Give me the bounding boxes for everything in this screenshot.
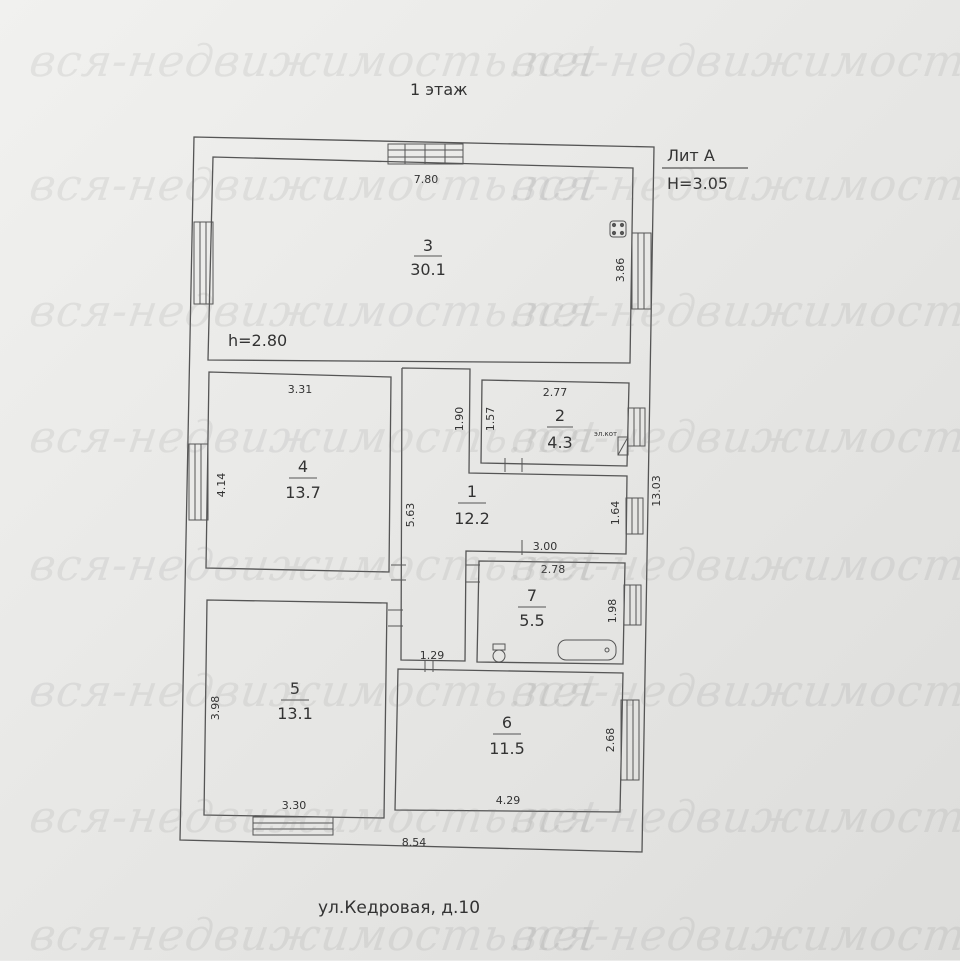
dim-room2-height: 1.57 [484, 407, 497, 432]
room-3-area: 30.1 [410, 260, 446, 279]
stove-icon [609, 220, 627, 238]
lit-label: Лит А [667, 146, 715, 165]
window-top [387, 143, 464, 165]
room-4-area: 13.7 [285, 483, 321, 502]
window-room5 [252, 816, 334, 836]
dim-room6-height: 2.68 [604, 728, 617, 753]
window-room1 [625, 497, 644, 535]
dim-room4-height: 4.14 [215, 473, 228, 498]
room-2-area: 4.3 [547, 433, 572, 452]
room-2-number: 2 [555, 406, 565, 425]
room-6-outline [394, 668, 624, 813]
room-4-number: 4 [298, 457, 308, 476]
window-room3-right [631, 232, 652, 310]
room-7-number: 7 [527, 586, 537, 605]
window-room3-left [193, 221, 214, 305]
room-6-number: 6 [502, 713, 512, 732]
address-label: ул.Кедровая, д.10 [318, 898, 481, 918]
dim-room6-width: 4.29 [496, 794, 521, 807]
room-3-outline [207, 156, 634, 364]
room-5-area: 13.1 [277, 704, 313, 723]
dim-room5-height: 3.98 [209, 696, 222, 721]
room-4-outline [205, 371, 392, 573]
watermark: вся-недвижимость.net [508, 286, 960, 337]
dim-room7-height: 1.98 [606, 599, 619, 624]
room-2-outline [480, 379, 630, 467]
dim-top-width: 7.80 [414, 173, 439, 186]
door-marks [388, 458, 523, 672]
dim-corridor-height: 5.63 [404, 503, 417, 528]
watermark: вся-недвижимость.net [508, 160, 960, 211]
watermark: вся-недвижимость.net [508, 666, 960, 717]
room-1-number: 1 [467, 482, 477, 501]
bathtub-icon [557, 639, 617, 661]
dim-room5-width: 3.30 [282, 799, 307, 812]
dim-room1-width: 3.00 [533, 540, 558, 553]
watermark: вся-недвижимость.net [508, 36, 960, 87]
room-3-number: 3 [423, 236, 433, 255]
boiler-label: эл.кот [594, 430, 617, 438]
dim-room7-width: 2.78 [541, 563, 566, 576]
watermark: вся-недвижимость.net [508, 540, 960, 591]
room-5-outline [203, 599, 388, 819]
toilet-icon [492, 643, 506, 663]
dim-room2-width: 2.77 [543, 386, 568, 399]
window-room7 [623, 584, 642, 626]
dim-corridor-width: 1.29 [420, 649, 445, 662]
outer-wall [179, 136, 655, 853]
window-room4 [188, 443, 209, 521]
window-room2 [627, 407, 646, 447]
dim-room4-width: 3.31 [288, 383, 313, 396]
dim-corridor-upper: 1.90 [453, 407, 466, 432]
watermark: вся-недвижимость.net [508, 412, 960, 463]
room-1-outline [400, 367, 628, 662]
room-1-area: 12.2 [454, 509, 490, 528]
dim-total-depth: 13.03 [650, 475, 663, 507]
room-7-area: 5.5 [519, 611, 544, 630]
window-room6 [620, 699, 640, 781]
dim-bottom-width: 8.54 [402, 836, 427, 849]
room-5-number: 5 [290, 679, 300, 698]
watermark: вся-недвижимость.net [508, 910, 960, 961]
dim-room3-height: 3.86 [614, 258, 627, 283]
watermark: вся-недвижимость.net [508, 792, 960, 843]
room-6-area: 11.5 [489, 739, 525, 758]
ceiling-height: h=2.80 [228, 331, 287, 350]
dim-room1-right: 1.64 [609, 501, 622, 526]
boiler-icon [617, 436, 629, 456]
room-7-outline [476, 560, 626, 665]
floor-title: 1 этаж [410, 80, 468, 99]
building-height: H=3.05 [667, 174, 729, 193]
